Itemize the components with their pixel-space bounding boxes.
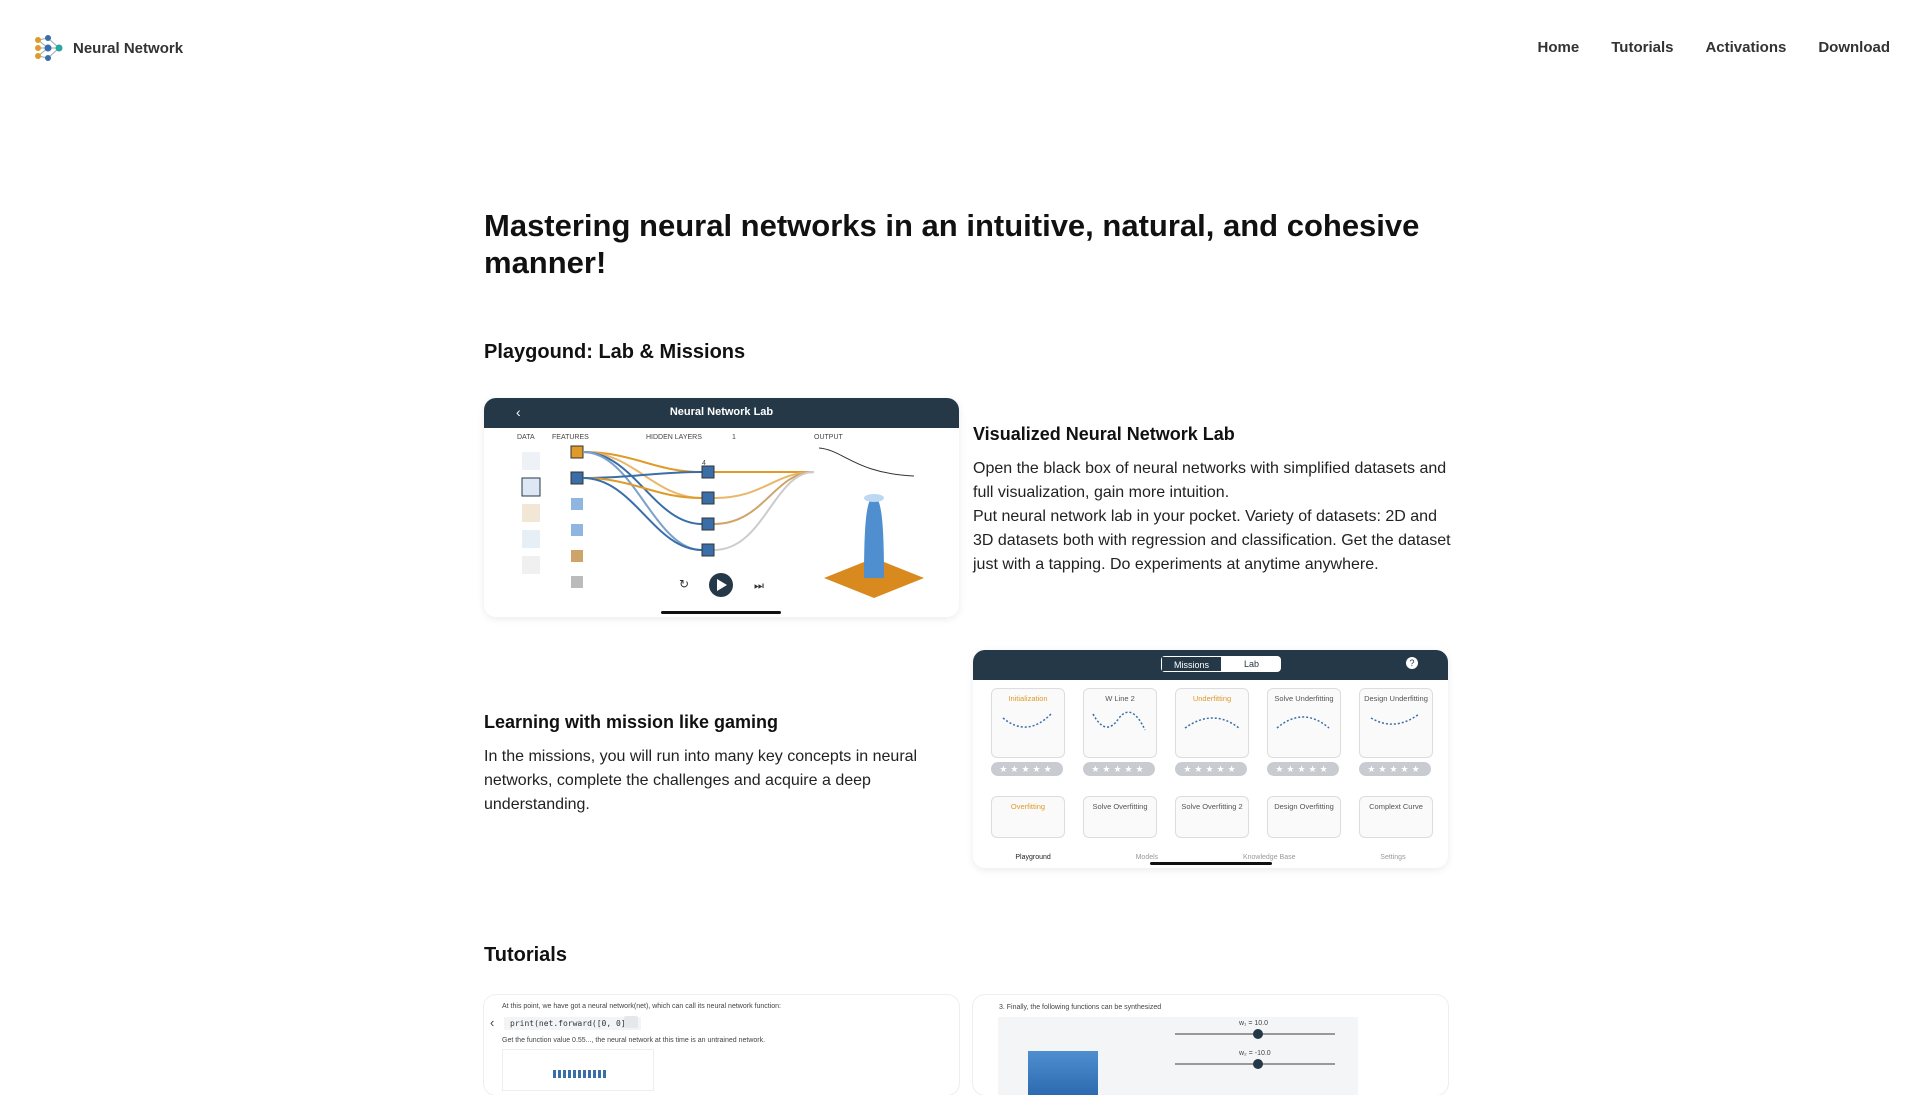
mission-card: Overfitting [991, 796, 1065, 838]
data-label: DATA [517, 434, 535, 441]
w1-slider[interactable] [1175, 1029, 1335, 1039]
copy-icon [624, 1016, 638, 1028]
tutorial-2-panel [998, 1017, 1358, 1095]
w2-slider-thumb[interactable] [1253, 1059, 1263, 1069]
nav-activations-link[interactable]: Activations [1705, 39, 1787, 56]
missions-feature-title: Learning with mission like gaming [484, 712, 779, 732]
missions-tab: Missions [1161, 656, 1222, 672]
missions-screenshot: Missions Lab ? Initialization W Line 2 U… [973, 650, 1448, 868]
mission-card: Complext Curve [1359, 796, 1433, 838]
lab-feature-title: Visualized Neural Network Lab [973, 424, 1235, 444]
app-tab-bar: Playground Models Knowledge Base Setting… [973, 840, 1448, 868]
lab-paragraph-1: Open the black box of neural networks wi… [973, 460, 1447, 501]
hero-title: Mastering neural networks in an intuitiv… [484, 208, 1420, 280]
w1-label: w₁ = 10.0 [1239, 1020, 1269, 1027]
lab-screenshot: ‹ Neural Network Lab DATA FEATURES HIDDE… [484, 398, 959, 617]
tutorial-1-line-1: At this point, we have got a neural netw… [502, 1003, 781, 1010]
tutorial-screenshot-1: At this point, we have got a neural netw… [484, 995, 959, 1095]
mission-card: Solve Overfitting 2 [1175, 796, 1249, 838]
tab-models: Models [1135, 854, 1159, 861]
lab-screenshot-titlebar: ‹ Neural Network Lab [484, 398, 959, 428]
nav-download-link[interactable]: Download [1818, 39, 1890, 56]
star-rating: ★★★★★ [1267, 762, 1339, 776]
mission-curves [1002, 711, 1420, 731]
neural-network-logo-icon [35, 35, 63, 61]
tutorial-2-surface [1028, 1051, 1098, 1095]
neurons-count: 4 [702, 460, 706, 467]
mission-card: Solve Underfitting [1267, 688, 1341, 758]
star-rating: ★★★★★ [1359, 762, 1431, 776]
star-rating: ★★★★★ [1175, 762, 1247, 776]
lab-tab: Lab [1243, 659, 1260, 669]
tab-playground: Playground [1015, 854, 1051, 861]
output-label: OUTPUT [814, 434, 843, 441]
hidden-layers-label: HIDDEN LAYERS [646, 434, 702, 441]
dataset-thumbnails [521, 452, 541, 574]
w2-slider[interactable] [1175, 1059, 1335, 1069]
lab-paragraph-2: Put neural network lab in your pocket. V… [973, 508, 1451, 573]
mission-card: Design Underfitting [1359, 688, 1433, 758]
tutorial-1-code: print(net.forward([0, 0])) [504, 1017, 642, 1030]
help-icon: ? [1406, 657, 1418, 669]
star-rating: ★★★★★ [991, 762, 1063, 776]
w1-slider-thumb[interactable] [1253, 1029, 1263, 1039]
playground-section-title: Playgound: Lab & Missions [484, 341, 746, 363]
nav-tutorials-link[interactable]: Tutorials [1611, 39, 1674, 56]
missions-screenshot-titlebar: Missions Lab ? [973, 650, 1448, 680]
mission-card: Initialization [991, 688, 1065, 758]
brand-name: Neural Network [73, 39, 184, 57]
lab-screenshot-title: Neural Network Lab [669, 406, 774, 418]
mission-card: W Line 2 [1083, 688, 1157, 758]
site-header: Neural Network Home Tutorials Activation… [0, 0, 1920, 96]
back-chevron-icon: ‹ [516, 404, 521, 420]
step-icon: ⏭ [754, 580, 764, 592]
tab-knowledge-base: Knowledge Base [1242, 854, 1296, 861]
tab-settings: Settings [1380, 854, 1406, 861]
features-label: FEATURES [552, 434, 589, 441]
hidden-layers-count: 1 [732, 434, 736, 441]
lab-feature-body: Open the black box of neural networks wi… [973, 457, 1451, 577]
brand[interactable]: Neural Network [32, 32, 183, 64]
nav-home-link[interactable]: Home [1537, 39, 1580, 56]
missions-paragraph: In the missions, you will run into many … [484, 748, 918, 813]
tutorial-1-plot [502, 1049, 654, 1091]
missions-lab-segmented-control: Missions Lab [1161, 656, 1281, 672]
back-chevron-icon: ‹ [490, 1015, 495, 1030]
tutorial-1-line-2: Get the function value 0.55..., the neur… [502, 1037, 766, 1044]
tutorials-section-title: Tutorials [484, 944, 567, 966]
star-rating: ★★★★★ [1083, 762, 1155, 776]
tutorial-screenshot-2: 3. Finally, the following functions can … [973, 995, 1448, 1095]
mission-card: Design Overfitting [1267, 796, 1341, 838]
home-indicator [1150, 862, 1272, 865]
mission-card: Underfitting [1175, 688, 1249, 758]
w2-label: w₂ = -10.0 [1239, 1050, 1271, 1057]
tutorial-2-line-1: 3. Finally, the following functions can … [999, 1004, 1162, 1011]
reset-icon: ↻ [679, 577, 689, 591]
missions-feature-body: In the missions, you will run into many … [484, 745, 962, 817]
main-nav: Home Tutorials Activations Download [1538, 39, 1890, 56]
mission-card: Solve Overfitting [1083, 796, 1157, 838]
network-diagram: ↻ ⏭ [521, 445, 924, 614]
